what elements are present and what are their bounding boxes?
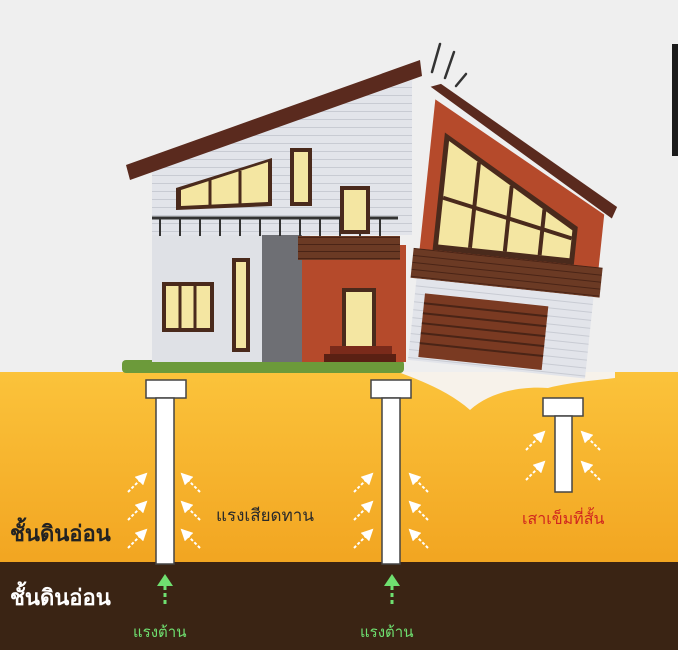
hard-soil-layer: [0, 562, 678, 650]
short-pile-label: เสาเข็มที่สั้น: [522, 509, 605, 528]
ground-crack-patch: [398, 372, 615, 410]
pile-middle: [370, 379, 412, 565]
main-roof: [126, 60, 422, 180]
skin-friction-label: แรงเสียดทาน: [216, 506, 314, 526]
pile-short: [542, 397, 584, 493]
bearing-arrows: [157, 574, 400, 604]
bearing-right-label: แรงต้าน: [360, 623, 414, 641]
house-main-section: [126, 60, 422, 362]
soft-soil-label: ชั้นดินอ่อน: [10, 522, 111, 547]
friction-arrows: [127, 430, 601, 549]
hard-soil-label: ชั้นดินอ่อน: [10, 586, 111, 611]
bearing-left-label: แรงต้าน: [133, 623, 187, 641]
crack-lines: [430, 42, 468, 88]
edge-bar: [672, 44, 678, 156]
lawn-strip: [122, 360, 404, 373]
pile-left: [145, 379, 187, 565]
house-tilted-section: [407, 83, 618, 379]
